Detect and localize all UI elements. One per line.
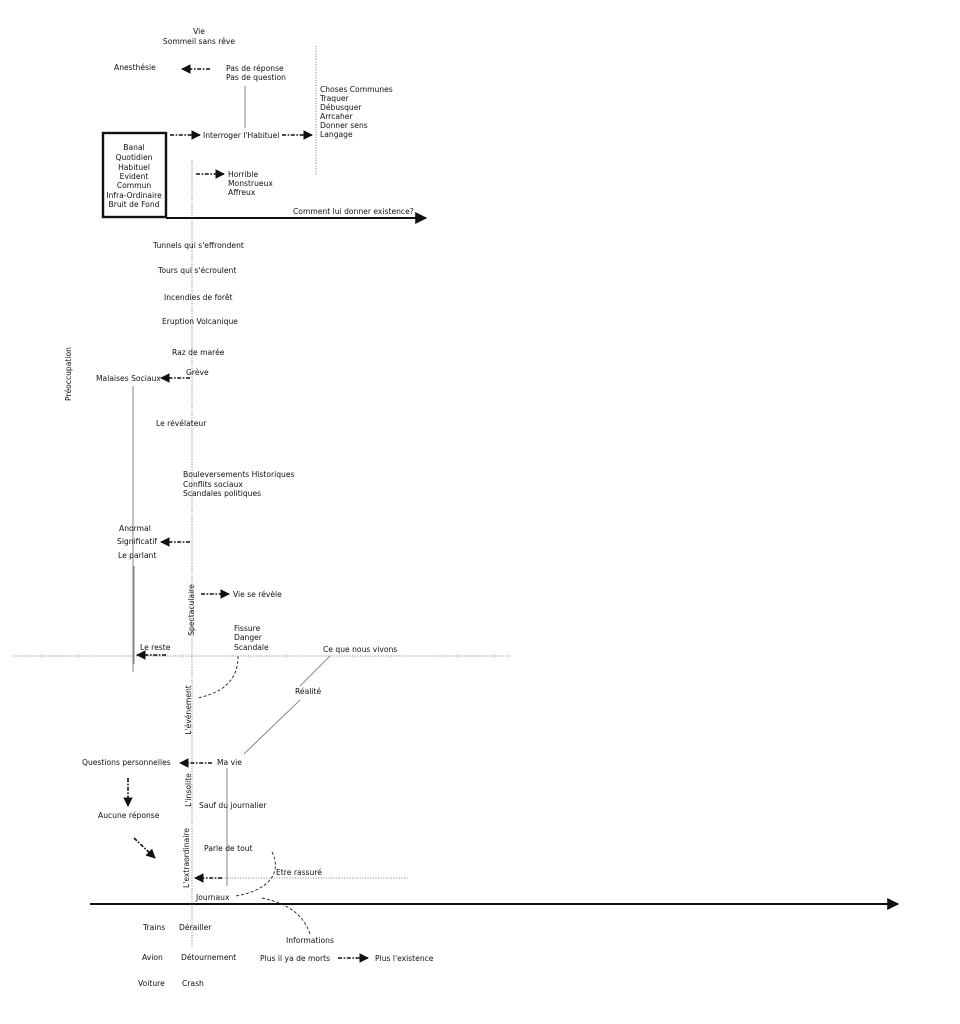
label-detournement: Détournement (181, 953, 236, 962)
label-trains: Trains (142, 923, 165, 932)
label-journaux: Journaux (195, 893, 230, 902)
label-realite: Réalité (295, 687, 321, 696)
label-ma-vie: Ma vie (217, 758, 242, 767)
label-comment: Comment lui donner existence? (293, 207, 414, 216)
box-item-commun: Commun (117, 181, 152, 190)
label-choses-communes: Choses Communes (320, 85, 393, 94)
label-ce-que-nous-vivons: Ce que nous vivons (323, 645, 397, 654)
label-spectaculaire: Spectaculaire (187, 584, 196, 636)
label-reste: Le reste (140, 643, 171, 652)
arrow-diagonal (133, 837, 156, 859)
label-revelateur: Le révélateur (156, 419, 207, 428)
label-sauf-journalier: Sauf du journalier (199, 801, 267, 810)
box-item-quotidien: Quotidien (116, 153, 153, 162)
label-crash: Crash (182, 979, 204, 988)
label-etre-rassure: Etre rassuré (276, 868, 322, 877)
label-sommeil: Sommeil sans rêve (163, 37, 235, 46)
label-questions: Questions personnelles (82, 758, 171, 767)
label-fissure: Fissure (234, 624, 261, 633)
label-arrcaher: Arrcaher (320, 112, 353, 121)
label-anesthesie: Anesthésie (114, 63, 156, 72)
label-anormal: Anormal (119, 524, 151, 533)
label-derailler: Dérailler (179, 923, 212, 932)
curve-rassure (235, 851, 276, 897)
label-avion: Avion (142, 953, 163, 962)
label-parlant: Le parlant (118, 551, 156, 560)
label-greve: Grève (186, 368, 209, 377)
label-informations: Informations (286, 936, 334, 945)
label-bouleversements: Bouleversements Historiques (183, 470, 295, 479)
box-item-bruit-de-fond: Bruit de Fond (109, 200, 160, 209)
label-debusquer: Débusquer (320, 103, 362, 112)
curve-informations (261, 897, 311, 935)
label-eruption: Eruption Volcanique (162, 317, 238, 326)
label-tours: Tours qui s'écroulent (157, 266, 236, 275)
label-langage: Langage (320, 130, 353, 139)
label-plus-morts: Plus il ya de morts (260, 954, 330, 963)
label-incendies: Incendies de forêt (164, 293, 233, 302)
label-monstrueux: Monstrueux (228, 179, 273, 188)
line-ce-que-vivons (299, 655, 331, 687)
label-pas-question: Pas de question (226, 73, 286, 82)
label-danger: Danger (234, 633, 263, 642)
label-conflits: Conflits sociaux (183, 480, 243, 489)
label-significatif: Significatif (117, 537, 157, 546)
label-interroger: Interroger l'Habituel (203, 131, 279, 140)
label-affreux: Affreux (228, 188, 256, 197)
box-item-habituel: Habituel (118, 163, 150, 172)
label-traquer: Traquer (319, 94, 350, 103)
label-parle-de-tout: Parle de tout (204, 844, 253, 853)
label-horrible: Horrible (228, 170, 259, 179)
label-raz: Raz de marée (172, 348, 225, 357)
box-item-evident: Evident (120, 172, 149, 181)
label-malaises: Malaises Sociaux (96, 374, 161, 383)
label-aucune-reponse: Aucune réponse (98, 811, 160, 820)
label-pas-reponse: Pas de réponse (226, 64, 284, 73)
label-preoccupation: Préoccupation (64, 347, 73, 401)
line-realite-ma-vie (243, 699, 301, 755)
label-donner-sens: Donner sens (320, 121, 368, 130)
curve-fissure (197, 655, 239, 699)
label-plus-existence: Plus l'existence (375, 954, 434, 963)
label-tunnels: Tunnels qui s'effrondent (152, 241, 244, 250)
box-item-infra-ordinaire: Infra-Ordinaire (106, 191, 162, 200)
label-vie-revele: Vie se révèle (233, 590, 282, 599)
box-item-banal: Banal (123, 143, 144, 152)
banal-box (101, 131, 168, 219)
label-scandale: Scandale (234, 643, 269, 652)
label-vie: Vie (193, 27, 205, 36)
label-voiture: Voiture (138, 979, 165, 988)
label-scandales: Scandales politiques (183, 489, 261, 498)
label-insolite: L'insolite (184, 773, 193, 807)
label-evenement: L'événement (184, 685, 193, 735)
label-extraordinaire: L'extraordinaire (182, 828, 191, 888)
